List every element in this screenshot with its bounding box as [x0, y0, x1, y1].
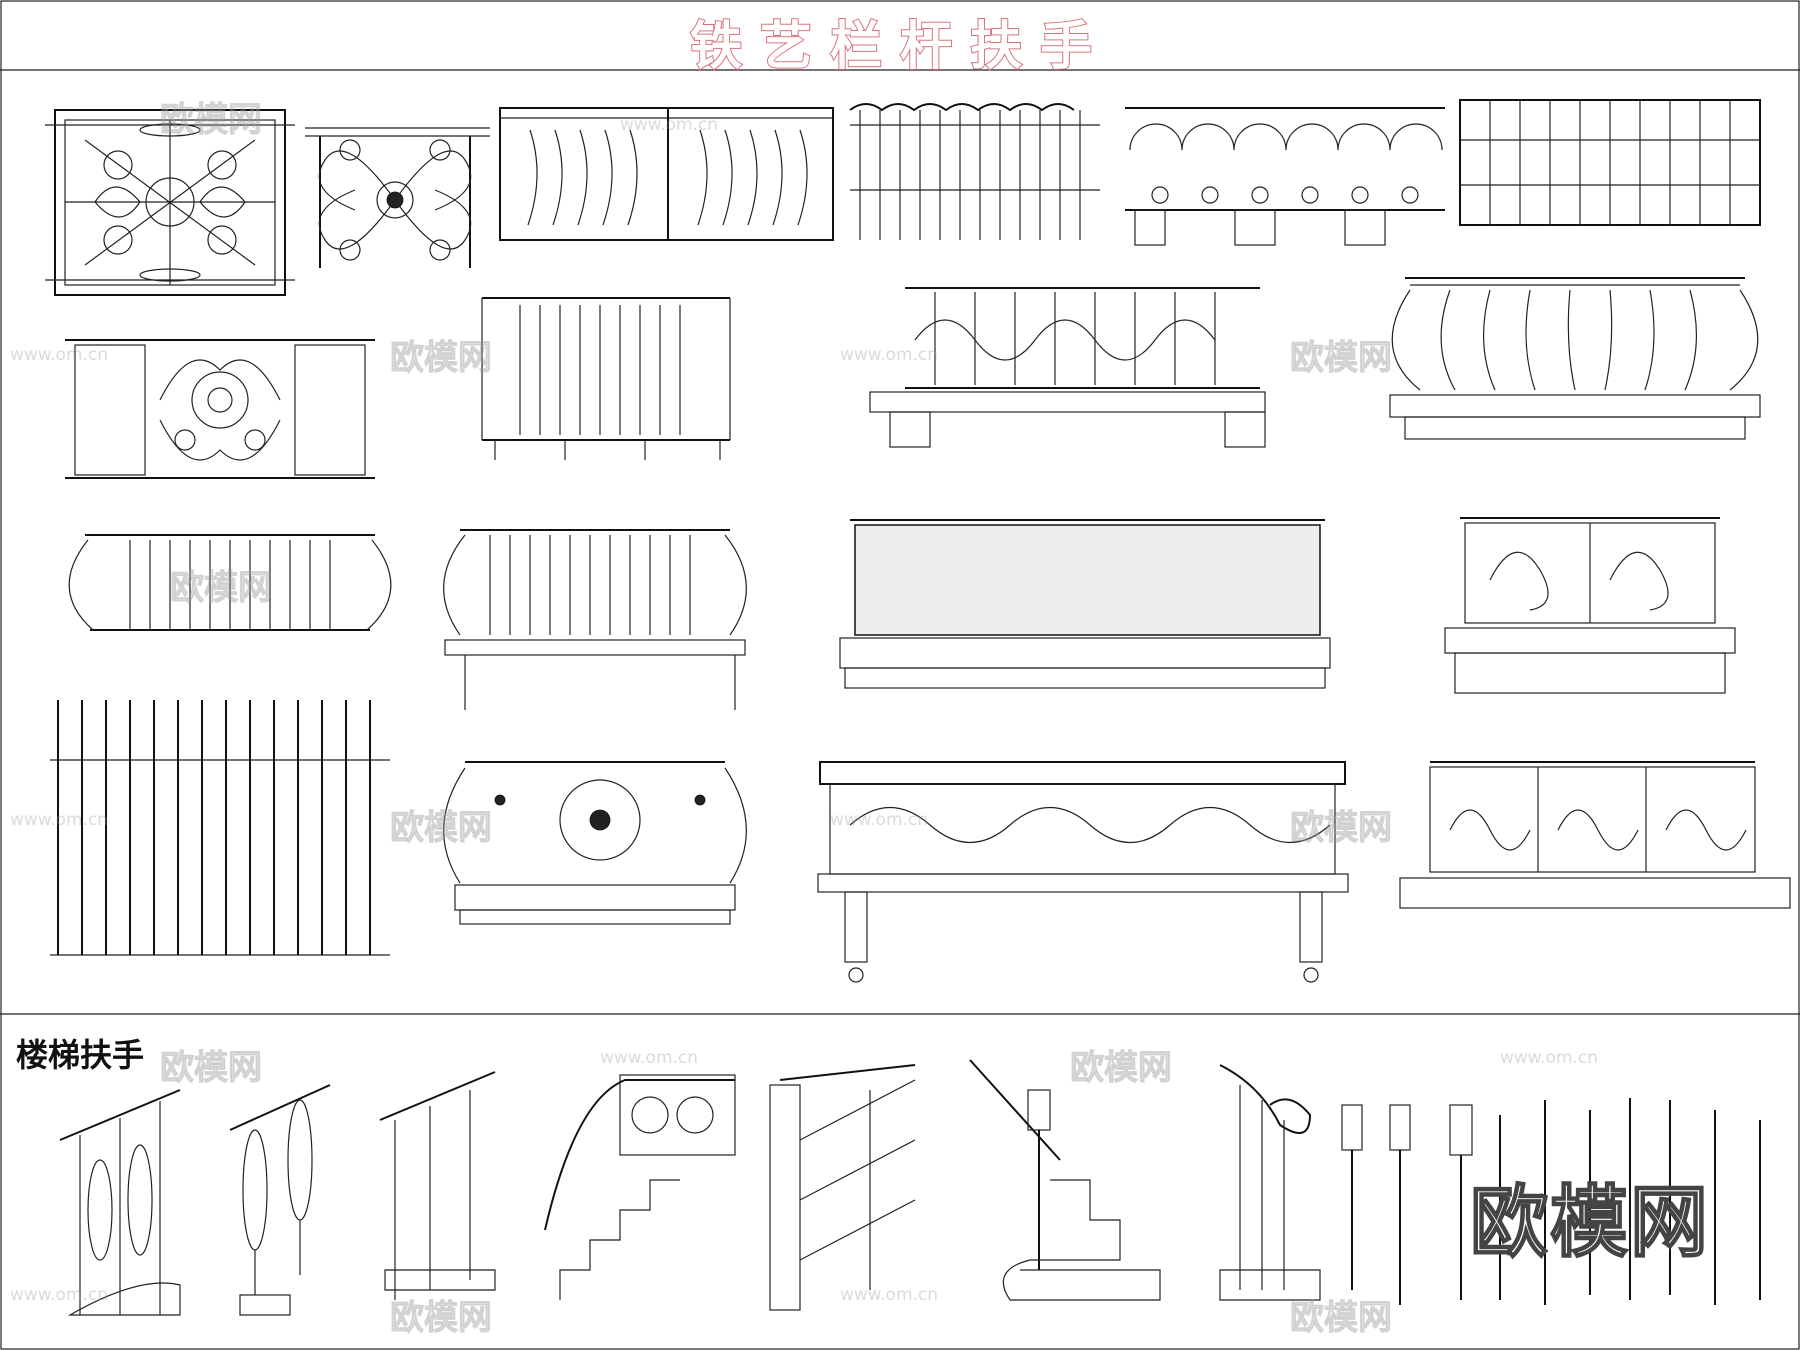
railing-fence-round-arches — [1125, 107, 1445, 246]
railing-balcony-vertical-bars-brackets — [481, 297, 731, 460]
stair-rail-turned-newel-steps — [969, 1059, 1161, 1301]
railing-fence-grid-ornament — [1459, 99, 1761, 226]
railing-balcony-wide-scroll-posts — [817, 761, 1349, 983]
railing-balcony-bellied-bars — [68, 534, 392, 631]
railing-balcony-cast-scroll-panels — [1399, 761, 1791, 909]
stair-baluster-samples — [1341, 1098, 1761, 1305]
stair-rail-modern-bars — [769, 1064, 916, 1311]
railing-baluster-row-finials — [50, 700, 390, 956]
railing-balcony-leaf-vine — [869, 287, 1266, 448]
stair-rail-scroll-staircase — [544, 1074, 736, 1300]
stair-rail-palmette-panels — [379, 1071, 496, 1300]
railing-balcony-ornate-center — [443, 761, 747, 925]
watermark-logo-large: 欧模网 — [1469, 1177, 1711, 1269]
stair-handrail-label: 楼梯扶手 — [16, 1036, 145, 1074]
railing-panel-floral-center — [65, 339, 375, 479]
railing-panel-leaf-bars — [499, 107, 834, 241]
railing-balcony-cast-iron-dense — [839, 519, 1331, 689]
railing-balcony-bombe-curved — [1389, 277, 1761, 440]
railing-panel-scroll-medallion — [305, 127, 490, 268]
stair-rail-acanthus-panels — [59, 1089, 181, 1316]
page-title: 铁艺栏杆扶手 — [689, 16, 1110, 78]
railing-panel-scroll-square — [45, 109, 295, 296]
stair-rail-scroll-handrail-newel — [1219, 1064, 1321, 1301]
railing-balcony-scroll-panels — [1444, 517, 1736, 694]
railing-fence-gothic-arches — [849, 103, 1100, 240]
stair-rail-feather-balusters — [229, 1084, 331, 1316]
railing-balcony-scroll-ends — [443, 529, 747, 710]
